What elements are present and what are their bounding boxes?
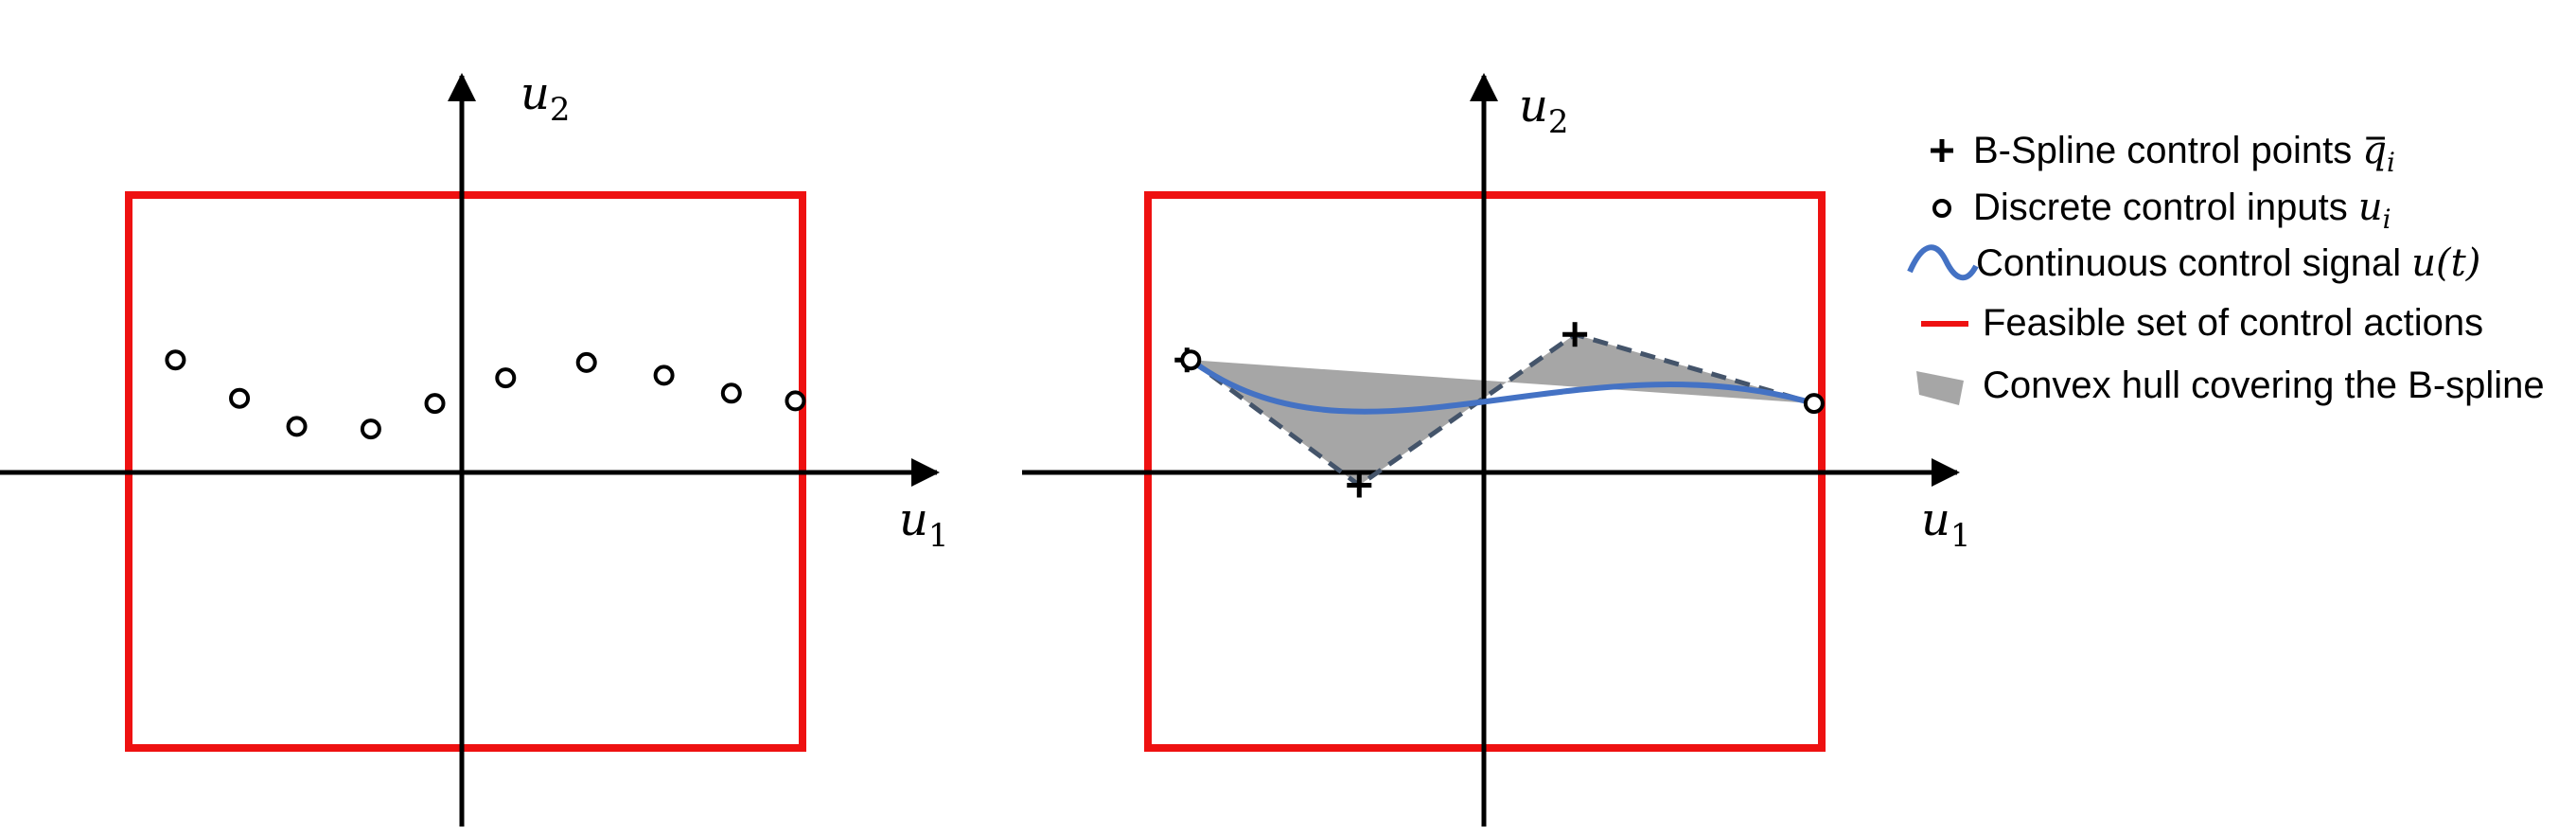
- legend-item-convex-hull: Convex hull covering the B-spline: [1916, 365, 2545, 406]
- discrete-input-4: [360, 418, 381, 440]
- right-panel: u1 u2: [1022, 73, 1971, 827]
- legend: B-Spline control points qi Discrete cont…: [1907, 129, 2545, 406]
- discrete-input-5: [424, 393, 446, 415]
- legend-label-feasible-set: Feasible set of control actions: [1983, 302, 2483, 344]
- left-y-axis-label: u2: [520, 67, 571, 129]
- right-discrete-inputs: [1180, 349, 1825, 415]
- discrete-input-3: [286, 416, 308, 437]
- control-point-plus-3: [1562, 322, 1588, 347]
- legend-label-discrete-inputs: Discrete control inputs ui: [1973, 186, 2391, 235]
- legend-item-control-points: B-Spline control points qi: [1931, 129, 2395, 178]
- right-x-axis-label: u1: [1921, 493, 1971, 555]
- legend-hull-icon: [1916, 371, 1964, 405]
- legend-item-feasible-set: Feasible set of control actions: [1921, 302, 2483, 344]
- discrete-input-9: [720, 382, 742, 404]
- discrete-input-1: [165, 349, 186, 371]
- discrete-input-6: [495, 367, 517, 389]
- control-point-plus-2: [1347, 472, 1372, 498]
- convex-hull: [1191, 334, 1814, 486]
- legend-wave-icon: [1907, 244, 1979, 280]
- legend-item-continuous-signal: Continuous control signal u(t): [1907, 241, 2480, 285]
- left-discrete-inputs: [165, 349, 806, 440]
- discrete-input-10: [785, 390, 806, 412]
- right-discrete-input-2: [1803, 393, 1825, 415]
- legend-label-control-points: B-Spline control points qi: [1973, 129, 2395, 178]
- discrete-input-2: [229, 387, 251, 409]
- legend-label-convex-hull: Convex hull covering the B-spline: [1983, 365, 2545, 406]
- legend-label-continuous-signal: Continuous control signal u(t): [1976, 241, 2480, 285]
- discrete-input-7: [575, 351, 597, 373]
- left-panel: u1 u2: [0, 67, 949, 827]
- legend-circle-icon: [1932, 199, 1951, 218]
- control-polygon-dashed: [1189, 331, 1815, 489]
- right-discrete-input-1: [1180, 349, 1202, 371]
- discrete-input-8: [653, 365, 675, 386]
- bspline-curve: [1189, 357, 1815, 415]
- left-x-axis-label: u1: [899, 493, 949, 555]
- right-y-axis-label: u2: [1519, 80, 1569, 141]
- legend-plus-icon: [1931, 139, 1953, 162]
- legend-item-discrete-inputs: Discrete control inputs ui: [1932, 186, 2391, 235]
